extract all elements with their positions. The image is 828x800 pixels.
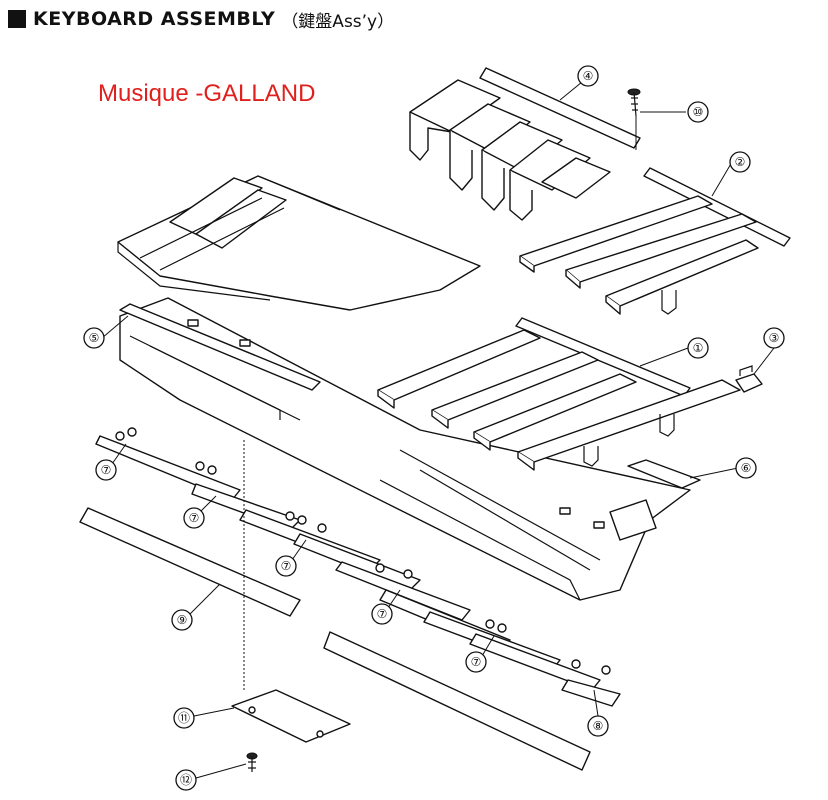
keyboard-frame: [119, 297, 691, 601]
rail-5: [119, 303, 321, 391]
callout-9: ⑨: [171, 583, 221, 631]
svg-text:④: ④: [583, 69, 594, 83]
callout-7d: ⑦: [371, 589, 401, 625]
svg-text:⑦: ⑦: [471, 655, 482, 669]
svg-text:⑦: ⑦: [101, 463, 112, 477]
svg-text:⑧: ⑧: [593, 719, 604, 733]
page-title: KEYBOARD ASSEMBLY: [33, 8, 276, 30]
watermark-text: Musique -GALLAND: [98, 80, 316, 107]
callout-2: ②: [711, 151, 751, 197]
header: KEYBOARD ASSEMBLY （鍵盤Ass’y）: [8, 4, 394, 34]
callout-7a: ⑦: [95, 443, 127, 481]
svg-text:⑩: ⑩: [693, 105, 704, 119]
black-keys-group: [409, 67, 641, 221]
svg-text:⑦: ⑦: [377, 607, 388, 621]
callout-7e: ⑦: [465, 635, 495, 673]
callout-5: ⑤: [83, 315, 129, 349]
clip-3: [735, 365, 763, 393]
svg-text:⑪: ⑪: [178, 711, 190, 725]
svg-text:⑨: ⑨: [177, 613, 188, 627]
contact-boards: [95, 427, 621, 707]
callout-3: ③: [753, 327, 785, 375]
svg-text:⑦: ⑦: [189, 511, 200, 525]
callout-7c: ⑦: [275, 539, 307, 577]
callout-12: ⑫: [175, 763, 247, 791]
callout-11: ⑪: [173, 707, 235, 729]
felt-strip-6: [627, 459, 701, 489]
keybed-upper: [117, 175, 481, 311]
screw-10-icon: [627, 88, 641, 150]
svg-text:②: ②: [735, 155, 746, 169]
callout-6: ⑥: [689, 457, 757, 479]
svg-text:⑤: ⑤: [89, 331, 100, 345]
svg-text:③: ③: [769, 331, 780, 345]
callout-8: ⑧: [587, 689, 609, 737]
callout-7b: ⑦: [183, 495, 217, 529]
svg-text:①: ①: [693, 341, 704, 355]
callout-10: ⑩: [640, 101, 709, 123]
svg-text:⑫: ⑫: [180, 773, 192, 787]
screw-12-icon: [246, 752, 258, 772]
svg-text:⑥: ⑥: [741, 461, 752, 475]
page-subtitle: （鍵盤Ass’y）: [281, 11, 395, 32]
white-keys-group-lower: [377, 317, 741, 471]
white-keys-group-upper: [519, 167, 791, 315]
rail-9: [79, 507, 591, 771]
callout-1: ①: [639, 337, 709, 367]
board-11: [231, 440, 351, 743]
svg-text:⑦: ⑦: [281, 559, 292, 573]
callout-4: ④: [559, 65, 599, 101]
black-square-icon: [8, 10, 26, 28]
